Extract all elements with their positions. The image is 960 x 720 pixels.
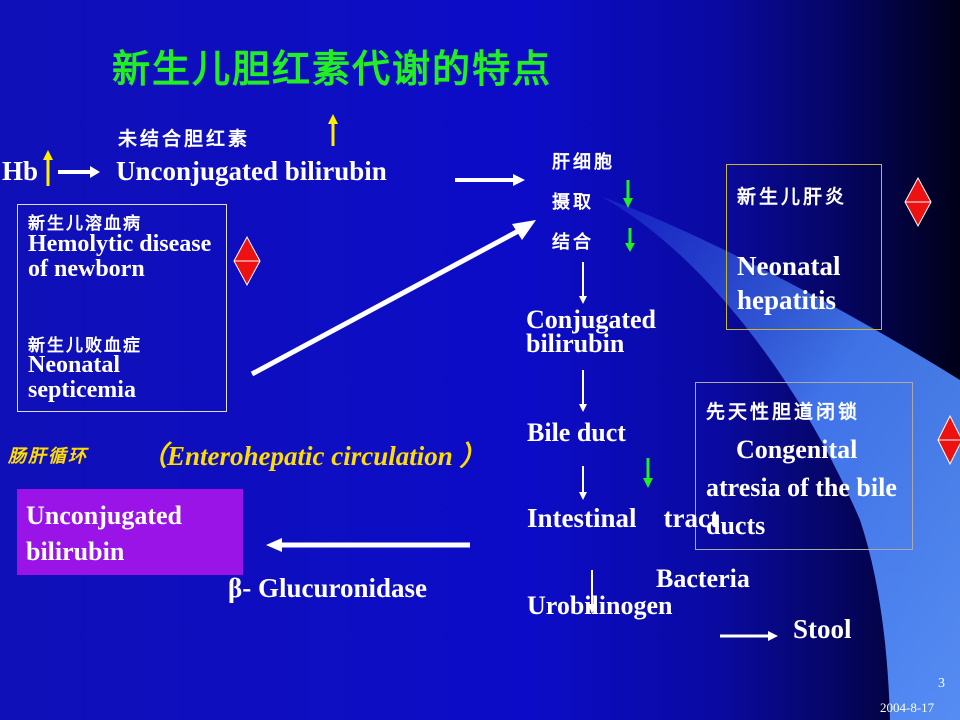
diagonal-arrow-icon [250,220,536,377]
stool-label: Stool [793,614,852,644]
down-arrow-4-icon [588,570,596,614]
conjugate-down-arrow-icon [625,228,635,252]
hepatitis-cn: 新生儿肝炎 [737,186,848,208]
down-arrow-1-icon [579,262,587,304]
urobilinogen-label: Urobilinogen [527,591,673,620]
glucuronidase-label: β- Glucuronidase [228,573,428,603]
purple-line2: bilirubin [26,537,125,566]
diamond-right-bottom-icon [937,414,960,466]
enterohepatic-left-arrow-icon [266,538,470,552]
sepsis-cn: 新生儿败血症 [28,336,142,356]
unconj-purple-box: Unconjugated bilirubin [17,489,243,575]
diamond-right-top-icon [904,176,932,228]
hepatitis-en: Neonatal hepatitis [737,251,841,315]
light-beam [600,196,960,720]
atresia-cn: 先天性胆道闭锁 [706,401,861,423]
purple-line1: Unconjugated [26,501,183,530]
page-number: 3 [938,676,945,691]
hepatitis-box: 新生儿肝炎 Neonatal hepatitis [726,164,882,330]
bile-duct-label: Bile duct [527,418,626,447]
hemolytic-cn: 新生儿溶血病 [28,214,142,234]
sepsis-en: Neonatal septicemia [28,352,136,403]
atresia-down-arrow-icon [643,458,653,488]
enterohepatic-cn: 肠肝循环 [8,446,88,467]
down-arrow-2-icon [579,370,587,412]
hb-up-arrow-icon [43,150,53,186]
enterohepatic-en: （Enterohepatic circulation ） [140,441,487,471]
atresia-en: Congenital atresia of the bile ducts [706,435,897,540]
uptake-label: 摄取 [552,192,594,213]
uptake-down-arrow-icon [623,180,633,208]
atresia-box: 先天性胆道闭锁 Congenital atresia of the bile d… [695,382,913,550]
stool-arrow-icon [720,631,778,641]
hemolysis-sepsis-box: 新生儿溶血病 Hemolytic disease of newborn 新生儿败… [17,204,227,412]
unconj-label: Unconjugated bilirubin [116,156,387,186]
slide-date: 2004-8-17 [880,700,935,715]
conjugated-label: Conjugated bilirubin [526,305,657,358]
hb-label: Hb [2,156,39,186]
conjugation-label: 结合 [552,232,594,253]
hb-right-arrow-icon [58,166,100,178]
bacteria-label: Bacteria [656,564,750,593]
diamond-left-icon [233,235,261,287]
unconj-up-arrow-icon [328,114,338,146]
intestinal-label: Intestinal tract [527,503,719,533]
down-arrow-3-icon [579,466,587,500]
hemolytic-en: Hemolytic disease of newborn [28,231,212,282]
unconj-cn-label: 未结合胆红素 [118,128,251,150]
hepatocyte-label: 肝细胞 [552,152,615,173]
to-hepatocyte-arrow-icon [455,174,525,186]
slide-title: 新生儿胆红素代谢的特点 [112,47,553,91]
